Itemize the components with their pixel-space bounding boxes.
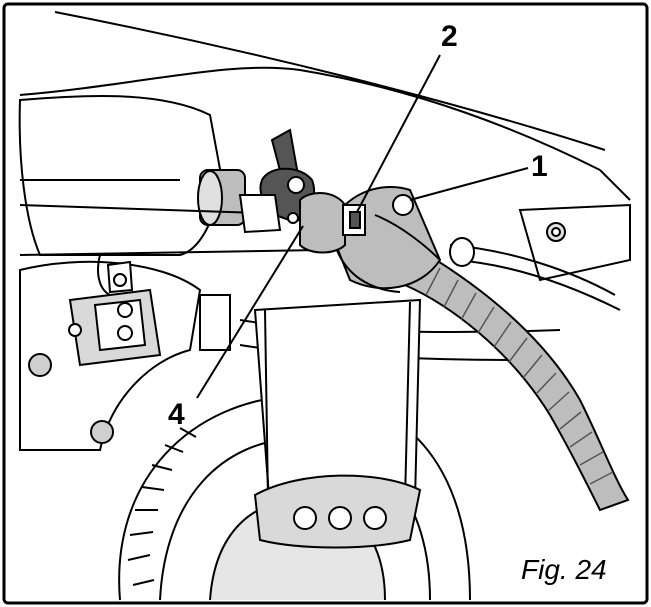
engine-housing (18, 94, 246, 256)
machine-body-outline (19, 11, 631, 201)
valve-fitting (299, 192, 366, 254)
callout-2: 2 (441, 20, 458, 53)
callout-1: 1 (531, 150, 548, 183)
cable-bundle (449, 237, 621, 311)
corrugated-hose (403, 248, 630, 512)
leader-lines (196, 54, 529, 399)
tire-tread (127, 427, 197, 586)
callout-4: 4 (168, 398, 185, 431)
hose-ribs (425, 267, 614, 485)
wheel-bracket (253, 298, 422, 549)
figure-caption: Fig. 24 (521, 554, 607, 585)
hose-coupling (328, 185, 442, 293)
regulator-box (68, 254, 231, 367)
